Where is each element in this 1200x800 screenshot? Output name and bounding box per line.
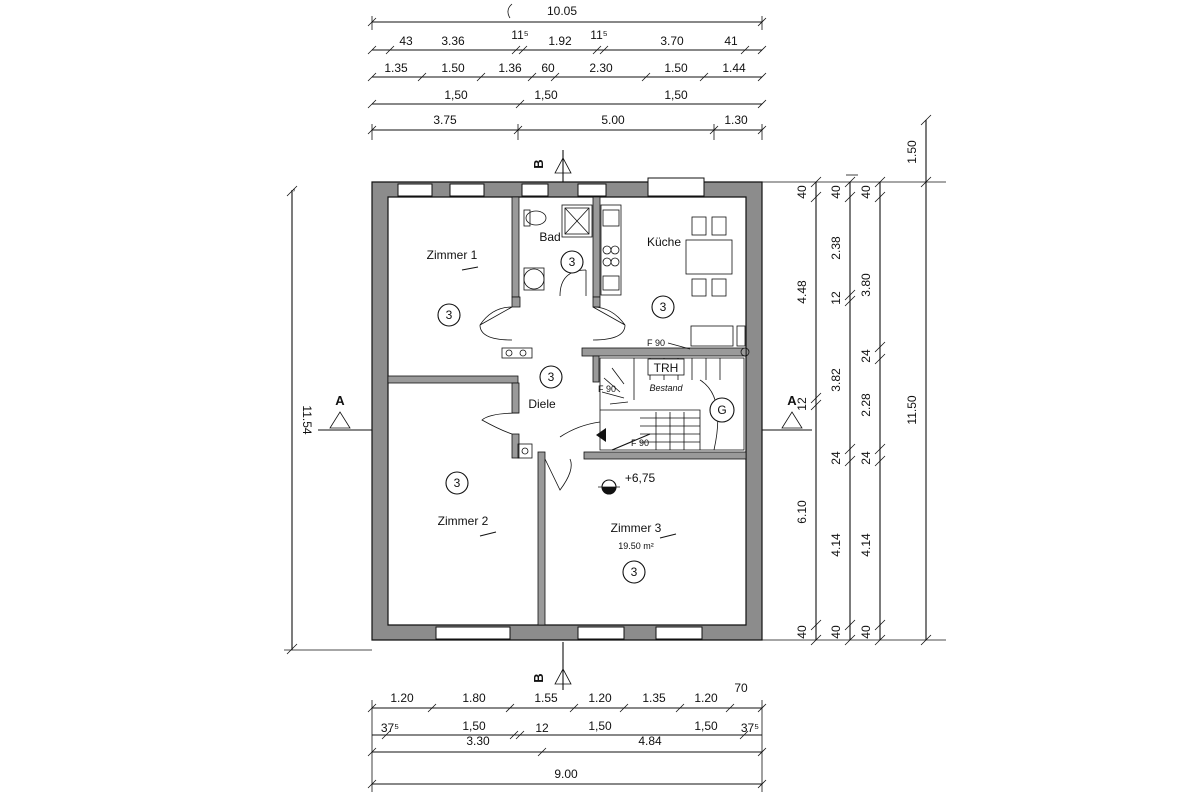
dim-right-c2-6: 4.14: [829, 533, 843, 557]
left-dimension: 11.54 ‚: [284, 179, 372, 655]
dim-top-r3-2: 1.50: [441, 61, 465, 75]
dim-right-c3-6: 4.14: [859, 533, 873, 557]
dim-left-overall: 11.54: [300, 405, 314, 434]
dim-right-c1-4: 6.10: [795, 500, 809, 524]
dim-top-r2-4: 1.92: [548, 34, 572, 48]
section-mark-b-top: B: [531, 159, 546, 168]
dim-overall-top: 10.05: [547, 4, 577, 18]
dim-right-c1-2: 4.48: [795, 280, 809, 304]
fire-rating-label-3: F 90: [631, 438, 649, 448]
room-label-bad: Bad: [539, 230, 560, 244]
dim-right-c1-5: 40: [795, 625, 809, 639]
dim-bottom-r2-6: 37⁵: [741, 721, 759, 735]
dim-top-r4-1: 1,50: [444, 88, 468, 102]
dim-right-c2-5: 24: [829, 451, 843, 465]
dim-right-c3-7: 40: [859, 625, 873, 639]
room-area-zimmer-3: 19.50 m²: [618, 541, 654, 551]
dim-right-c2-1: 40: [829, 185, 843, 199]
dim-top-r2-6: 3.70: [660, 34, 684, 48]
annotations: F 90 F 90 F 90 TRH Bestand +6,75: [598, 338, 691, 495]
dim-top-r3-1: 1.35: [384, 61, 408, 75]
doors: [479, 306, 626, 491]
dim-top-r3-4: 60: [541, 61, 555, 75]
dim-bottom-r1-4: 1.20: [588, 691, 612, 705]
gas-marker: G: [717, 403, 726, 417]
right-dimension-chains: 40 4.48 12 6.10 40 40 2.38 12 3.82 24 4.…: [762, 114, 946, 646]
dim-top-r2-3: 11⁵: [511, 28, 528, 42]
room-code-bad: 3: [569, 255, 576, 269]
dim-top-r5-3: 1.30: [724, 113, 748, 127]
dim-top-r3-7: 1.44: [722, 61, 746, 75]
dim-bottom-r1-2: 1.80: [462, 691, 486, 705]
dim-top-r2-7: 41: [724, 34, 738, 48]
dim-right-c2-4: 3.82: [829, 368, 843, 392]
dim-bottom-r3-2: 4.84: [638, 734, 662, 748]
dim-bottom-r2-2: 1,50: [462, 719, 486, 733]
dim-top-r5-1: 3.75: [433, 113, 457, 127]
dim-right-c3-2: 3.80: [859, 273, 873, 297]
dim-bottom-r1-3: 1.55: [534, 691, 558, 705]
dim-right-c2-3: 12: [829, 291, 843, 305]
room-code-zimmer-1: 3: [446, 308, 453, 322]
section-mark-a-left: A: [335, 393, 345, 408]
dim-top-r5-2: 5.00: [601, 113, 625, 127]
dim-top-r4-3: 1,50: [664, 88, 688, 102]
level-marker: +6,75: [625, 471, 656, 485]
svg-text:‚: ‚: [293, 179, 296, 193]
dim-top-r2-1: 43: [399, 34, 413, 48]
dim-top-r3-3: 1.36: [498, 61, 522, 75]
top-dimension-chains: 10.05 43 3.36 11⁵ 1.92 11⁵ 3.70 41 1.35 …: [367, 3, 767, 140]
bestand-label: Bestand: [649, 383, 683, 393]
dim-bottom-overall: 9.00: [554, 767, 578, 781]
dim-bottom-r1-5: 1.35: [642, 691, 666, 705]
dim-bottom-r2-5: 1,50: [694, 719, 718, 733]
room-code-zimmer-3: 3: [631, 565, 638, 579]
dim-bottom-r2-3: 12: [535, 721, 549, 735]
dim-right-c3-5: 24: [859, 451, 873, 465]
bottom-dimension-chains: 1.20 1.80 1.55 1.20 1.35 1.20 70 37⁵ 1,5…: [367, 681, 767, 792]
room-code-kueche: 3: [660, 300, 667, 314]
dim-top-r4-2: 1,50: [534, 88, 558, 102]
room-code-zimmer-2: 3: [454, 476, 461, 490]
kitchen-fixtures: [600, 204, 750, 357]
fire-rating-label-1: F 90: [647, 338, 665, 348]
room-label-kueche: Küche: [647, 235, 681, 249]
staircase: [599, 357, 745, 451]
building-walls: [371, 177, 763, 641]
room-label-diele: Diele: [528, 397, 556, 411]
section-mark-a-right: A: [787, 393, 797, 408]
fire-rating-label-2: F 90: [598, 384, 616, 394]
dim-bottom-r1-1: 1.20: [390, 691, 414, 705]
dim-right-c1-1: 40: [795, 185, 809, 199]
dim-right-c1-3: 12: [795, 397, 809, 411]
room-labels: Zimmer 1 Zimmer 2 Zimmer 3 19.50 m² Bad …: [427, 230, 682, 551]
dim-right-c3-3: 24: [859, 349, 873, 363]
room-code-markers: 3 3 3 3 3 3 G: [437, 250, 735, 584]
dim-bottom-r2-1: 37⁵: [381, 721, 399, 735]
bathroom-fixtures: [523, 204, 593, 297]
section-markers: B B A A: [318, 150, 812, 690]
dim-top-r2-2: 3.36: [441, 34, 465, 48]
dim-right-c3-1: 40: [859, 185, 873, 199]
trh-label: TRH: [654, 361, 679, 375]
dim-right-c2-2: 2.38: [829, 236, 843, 260]
dim-bottom-r1-7: 70: [734, 681, 748, 695]
dim-bottom-r1-6: 1.20: [694, 691, 718, 705]
dim-right-c4-2: 11.50: [905, 395, 919, 424]
room-label-zimmer-2: Zimmer 2: [438, 514, 489, 528]
dim-top-r2-5: 11⁵: [590, 28, 607, 42]
dim-right-c4-1: 1.50: [905, 140, 919, 164]
room-label-zimmer-3: Zimmer 3: [611, 521, 662, 535]
dim-right-c3-4: 2.28: [859, 393, 873, 417]
dim-bottom-r2-4: 1,50: [588, 719, 612, 733]
dim-bottom-r3-1: 3.30: [466, 734, 490, 748]
dim-right-c2-7: 40: [829, 625, 843, 639]
dim-top-r3-5: 2.30: [589, 61, 613, 75]
dim-top-r3-6: 1.50: [664, 61, 688, 75]
section-mark-b-bottom: B: [531, 673, 546, 682]
room-label-zimmer-1: Zimmer 1: [427, 248, 478, 262]
room-code-diele: 3: [548, 370, 555, 384]
